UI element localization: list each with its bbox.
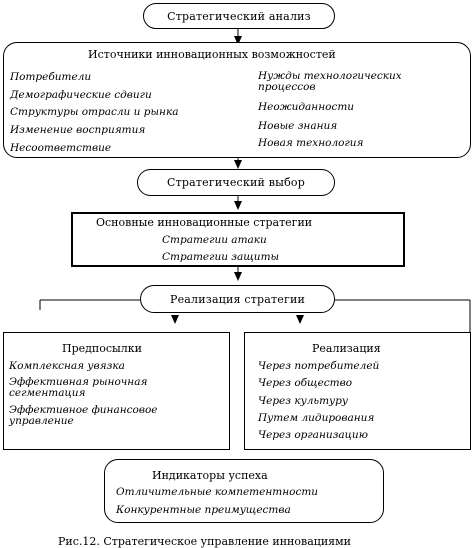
indicators-title: Индикаторы успеха [152, 469, 268, 482]
basic-strategies-box [71, 212, 405, 267]
strategic-choice-label: Стратегический выбор [166, 176, 305, 189]
basic-strategies-item: Стратегии атаки [162, 234, 267, 246]
prerequisites-item: Комплексная увязка [9, 360, 125, 372]
realization-box [244, 332, 471, 450]
strategic-choice-box: Стратегический выбор [137, 169, 335, 196]
arrow-down-icon [234, 272, 242, 281]
sources-left-item: Несоответствие [10, 142, 112, 154]
strategic-analysis-box: Стратегический анализ [143, 3, 335, 29]
arrow-down-icon [171, 315, 179, 324]
sources-right-item: Новые знания [258, 120, 338, 132]
arrow-down-icon [234, 36, 242, 45]
realization-item: Путем лидирования [258, 412, 375, 424]
indicators-item: Конкурентные преимущества [116, 504, 291, 516]
basic-strategies-item: Стратегии защиты [162, 251, 280, 263]
sources-left-item: Демографические сдвиги [10, 89, 152, 101]
realization-item: Через культуру [258, 395, 348, 407]
realization-item: Через потребителей [258, 360, 380, 372]
realization-item: Через общество [258, 377, 353, 389]
strategic-analysis-label: Стратегический анализ [167, 9, 311, 23]
sources-left-item: Структуры отрасли и рынка [10, 106, 179, 118]
basic-strategies-title: Основные инновационные стратегии [96, 216, 313, 229]
prerequisites-box [3, 332, 230, 450]
arrow-down-icon [234, 201, 242, 210]
arrow-down-icon [296, 315, 304, 324]
realization-title: Реализация [312, 342, 381, 355]
sources-right-item: Новая технология [258, 137, 364, 149]
implementation-label: Реализация стратегии [169, 292, 306, 306]
prerequisites-title: Предпосылки [62, 342, 142, 355]
prerequisites-item: Эффективная рыночная сегментация [9, 376, 148, 399]
sources-right-item: Нужды технологических процессов [258, 70, 402, 93]
indicators-item: Отличительные компетентности [116, 486, 319, 498]
figure-caption: Рис.12. Стратегическое управление иннова… [58, 535, 351, 548]
sources-box [3, 42, 471, 158]
sources-right-item: Неожиданности [258, 101, 355, 113]
realization-item: Через организацию [258, 429, 368, 441]
arrow-down-icon [234, 160, 242, 169]
indicators-box [104, 459, 384, 523]
sources-left-item: Потребители [10, 71, 92, 83]
implementation-box: Реализация стратегии [140, 285, 335, 313]
sources-left-item: Изменение восприятия [10, 124, 146, 136]
prerequisites-item: Эффективное финансовое управление [9, 404, 158, 427]
sources-title: Источники инновационных возможностей [88, 48, 336, 61]
